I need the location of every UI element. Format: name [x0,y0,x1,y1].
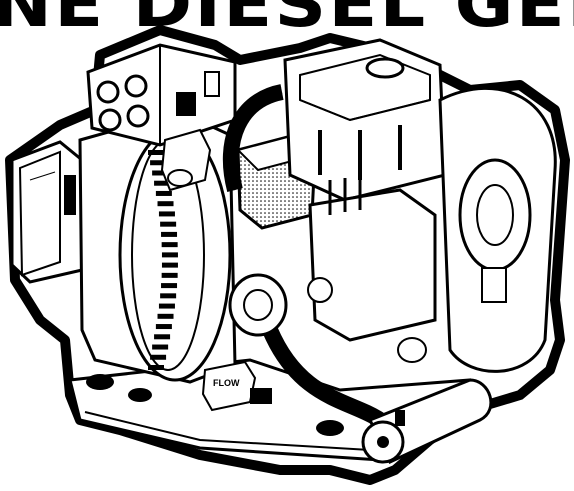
vent-slot [161,283,178,289]
vent-band [148,150,178,370]
vent-slot [158,303,175,309]
vent-slot [154,334,171,340]
vent-slot [160,293,177,299]
vent-slot [157,313,174,319]
vent-slot [150,160,167,166]
banner-title: NE DIESEL GENER [0,0,574,28]
vent-slot [161,252,178,258]
vent-slot [150,354,167,360]
generator-housing [78,110,237,384]
vent-slot [160,221,177,227]
fuel-filter [228,273,333,337]
vent-slot [161,262,178,268]
vent-slot [161,231,178,237]
pulley-housing [438,86,557,373]
vent-slot [155,324,172,330]
vent-slot [158,211,175,217]
flow-label: FLOW [213,378,240,388]
vent-slot [161,242,178,248]
injection-pump [308,176,437,342]
vent-slot [155,190,172,196]
vent-slot [152,344,169,350]
solenoid [160,128,212,192]
engine-block [283,38,447,202]
gauge-panel [86,43,237,147]
vent-slot [154,180,171,186]
vent-slot [161,272,178,278]
vent-slot [157,201,174,207]
vent-slot [152,170,169,176]
vent-slot [148,365,164,370]
regulator [395,337,427,426]
vent-slot [148,150,164,155]
header-banner: NE DIESEL GENER [0,0,574,28]
flow-indicator [201,360,272,412]
muffler [361,378,493,464]
control-box [10,140,84,284]
